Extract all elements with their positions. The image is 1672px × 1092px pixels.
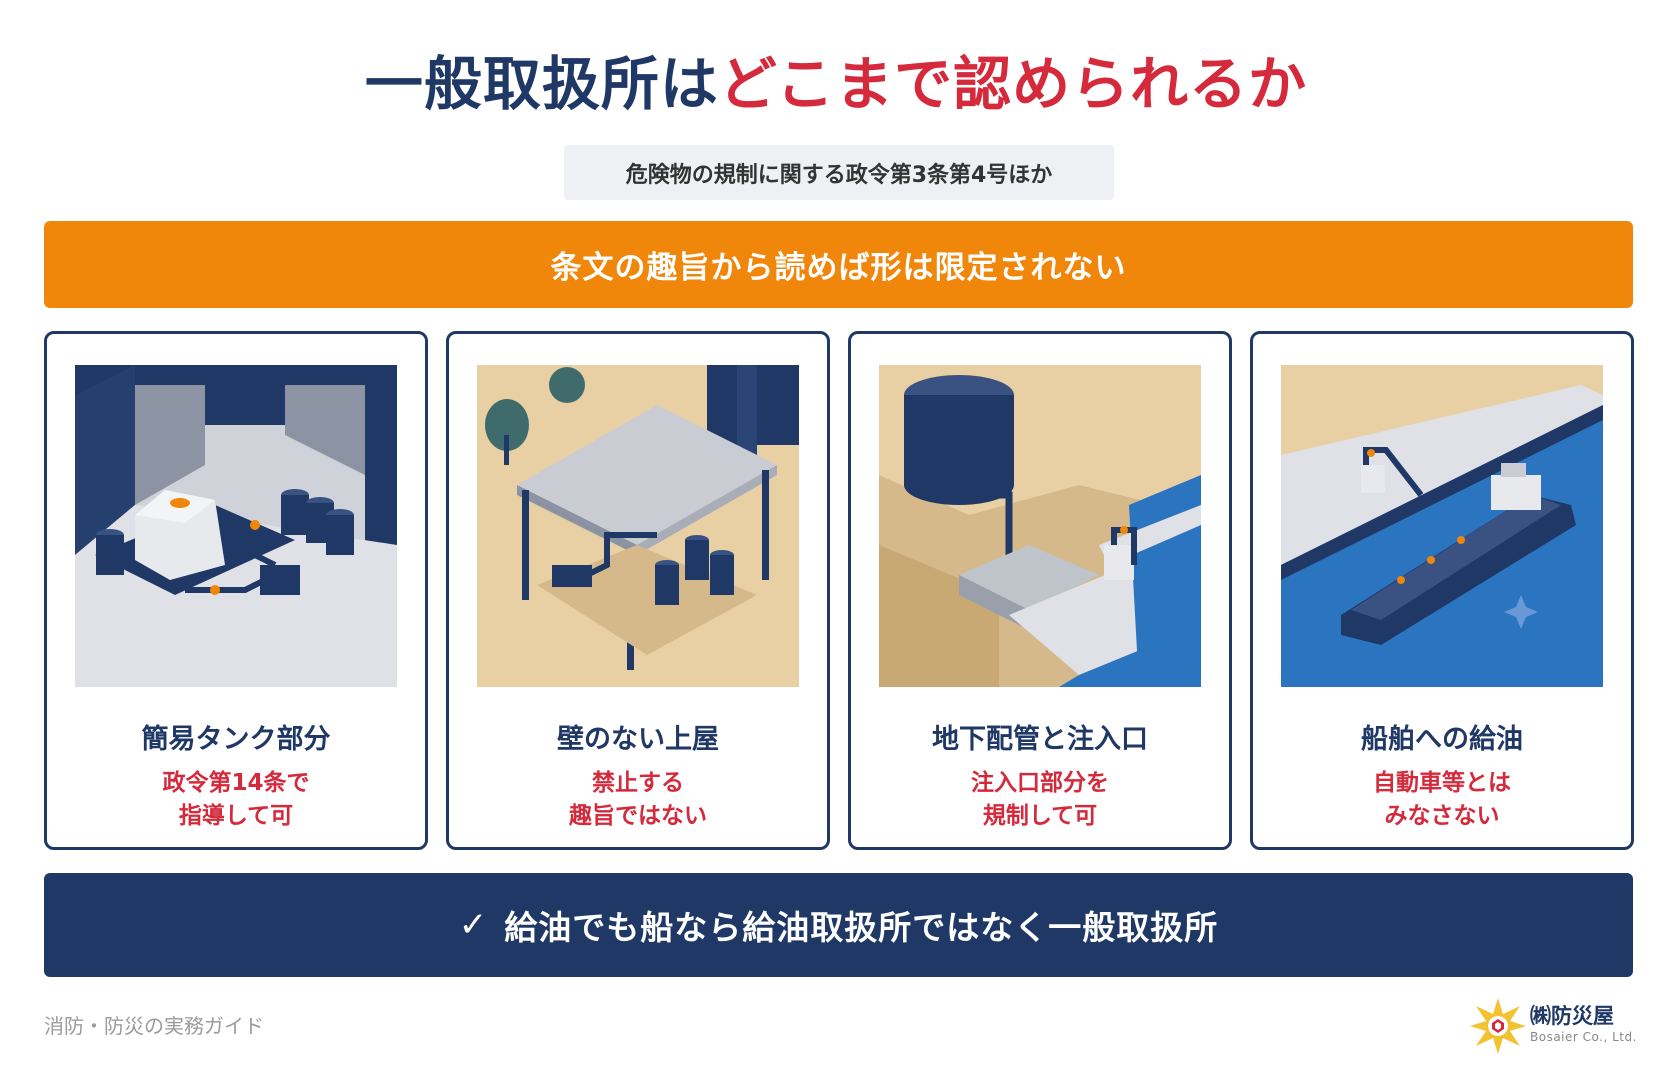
- card-note: 自動車等とは みなさない: [1253, 767, 1631, 833]
- orange-banner: 条文の趣旨から読めば形は限定されない: [44, 221, 1633, 308]
- card-note-line: 政令第14条で: [162, 770, 310, 796]
- conclusion-banner: ✓ 給油でも船なら給油取扱所ではなく一般取扱所: [44, 873, 1633, 977]
- company-name-en: Bosaier Co., Ltd.: [1530, 1030, 1637, 1044]
- card-underground-pipe: 地下配管と注入口 注入口部分を 規制して可: [848, 331, 1232, 850]
- ship-fueling-illustration: [1281, 365, 1603, 687]
- pipe-inlet-illustration: [879, 365, 1201, 687]
- company-logo-icon: [1468, 996, 1528, 1056]
- card-open-shed: 壁のない上屋 禁止する 趣旨ではない: [446, 331, 830, 850]
- card-note: 政令第14条で 指導して可: [47, 767, 425, 833]
- card-title: 壁のない上屋: [557, 724, 719, 755]
- tank-illustration: [75, 365, 397, 687]
- card-note-line: みなさない: [1384, 803, 1500, 829]
- shed-illustration: [477, 365, 799, 687]
- card-note-line: 自動車等とは: [1373, 770, 1511, 796]
- card-note-line: 趣旨ではない: [569, 803, 707, 829]
- company-name: ㈱防災屋: [1530, 1004, 1614, 1028]
- card-note-line: 指導して可: [178, 803, 294, 829]
- card-note-line: 注入口部分を: [971, 770, 1109, 796]
- page-title: 一般取扱所はどこまで認められるか: [0, 44, 1672, 124]
- card-title: 簡易タンク部分: [141, 724, 331, 755]
- title-part-navy: 一般取扱所は: [364, 50, 719, 118]
- subtitle-badge: 危険物の規制に関する政令第3条第4号ほか: [564, 145, 1114, 200]
- check-icon: ✓: [458, 905, 489, 945]
- card-ship-fueling: 船舶への給油 自動車等とは みなさない: [1250, 331, 1634, 850]
- card-title: 船舶への給油: [1361, 724, 1523, 755]
- conclusion-text: 給油でも船なら給油取扱所ではなく一般取扱所: [504, 908, 1219, 947]
- card-note: 注入口部分を 規制して可: [851, 767, 1229, 833]
- card-title: 地下配管と注入口: [932, 724, 1148, 755]
- card-note-line: 規制して可: [982, 803, 1098, 829]
- card-simple-tank: 簡易タンク部分 政令第14条で 指導して可: [44, 331, 428, 850]
- card-note-line: 禁止する: [592, 770, 684, 796]
- title-part-red: どこまで認められるか: [718, 50, 1308, 118]
- footer-tagline: 消防・防災の実務ガイド: [44, 1014, 264, 1038]
- card-note: 禁止する 趣旨ではない: [449, 767, 827, 833]
